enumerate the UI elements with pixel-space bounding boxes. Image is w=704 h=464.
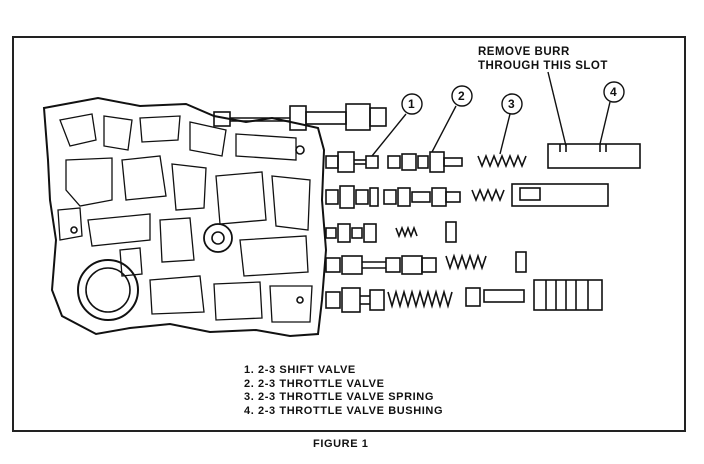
legend-item-2: 2. 2-3 THROTTLE VALVE [244,377,385,390]
top-valve-assembly [213,103,387,131]
valve-body-plate [42,96,328,338]
burr-note-line-2: THROUGH THIS SLOT [478,60,608,72]
throttle-valve-2-3 [387,151,463,173]
marker-1: 1 [408,97,415,111]
valve-body-passages [57,113,313,323]
parts-legend: 1. 2-3 SHIFT VALVE 2. 2-3 THROTTLE VALVE… [244,364,443,418]
shift-valve-2-3 [325,151,379,173]
valve-row-4 [325,251,527,275]
legend-item-1: 1. 2-3 SHIFT VALVE [244,364,356,376]
legend-item-3: 3. 2-3 THROTTLE VALVE SPRING [244,391,434,403]
marker-4: 4 [610,85,617,99]
valve-row-5 [325,279,603,313]
marker-3: 3 [508,97,515,111]
valve-row-2 [325,183,609,209]
figure-caption: FIGURE 1 [313,438,369,450]
burr-note-line-1: REMOVE BURR [478,46,570,58]
valve-row-3 [325,221,457,243]
callout-leaders [371,71,625,157]
legend-item-4: 4. 2-3 THROTTLE VALVE BUSHING [244,404,444,417]
figure-frame [12,36,686,432]
throttle-valve-bushing-2-3 [547,143,641,169]
marker-2: 2 [458,89,465,103]
burr-note: REMOVE BURR THROUGH THIS SLOT [478,45,608,73]
throttle-valve-spring-2-3 [477,153,527,169]
